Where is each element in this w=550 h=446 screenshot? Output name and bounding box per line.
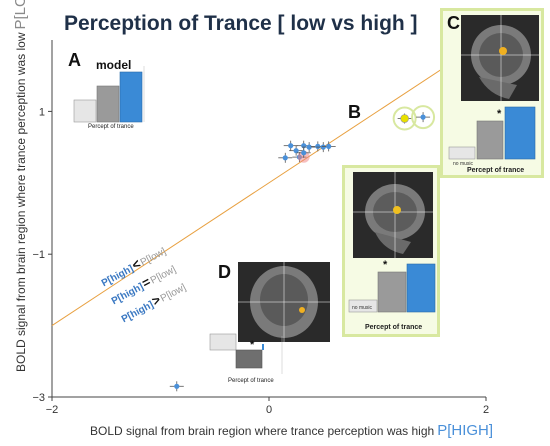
axes: −2 0 2 −3 −1 1 bbox=[32, 40, 489, 416]
data-point bbox=[288, 143, 294, 149]
panel-b-brain-image bbox=[353, 172, 433, 258]
y-tick-label: 1 bbox=[39, 106, 45, 118]
panel-a-model-chart bbox=[73, 66, 145, 123]
svg-text:*: * bbox=[383, 259, 388, 271]
data-point bbox=[174, 383, 180, 389]
highlight-ring bbox=[411, 105, 436, 130]
panel-c-box: C * no music Percept of trance bbox=[440, 8, 544, 178]
data-point bbox=[420, 114, 426, 120]
panel-a-letter: A bbox=[68, 50, 81, 70]
data-point bbox=[320, 144, 326, 150]
data-point bbox=[306, 144, 312, 150]
identity-line bbox=[51, 39, 487, 327]
svg-text:*: * bbox=[497, 108, 502, 120]
data-point bbox=[400, 114, 409, 123]
panel-d-brain-image bbox=[238, 262, 330, 342]
data-point bbox=[315, 143, 321, 149]
panel-a-caption: Percept of trance bbox=[88, 124, 134, 130]
panel-d-letter: D bbox=[218, 262, 231, 282]
panel-b-box: * no music Percept of trance bbox=[342, 165, 440, 337]
y-axis-label: BOLD signal from brain region where tran… bbox=[12, 0, 29, 372]
panel-c-caption: Percept of trance bbox=[467, 167, 525, 174]
panel-d-caption: Percept of trance bbox=[228, 378, 274, 384]
x-axis-label: BOLD signal from brain region where tran… bbox=[90, 422, 494, 439]
panel-a-title: model bbox=[96, 58, 132, 72]
x-tick-label: 2 bbox=[483, 404, 489, 416]
panel-c-label-no-music: no music bbox=[453, 161, 474, 167]
y-tick-label: −1 bbox=[32, 249, 45, 261]
panel-b-letter: B bbox=[348, 102, 361, 122]
data-point bbox=[293, 148, 299, 154]
highlight-ring bbox=[392, 106, 417, 131]
data-point bbox=[326, 143, 332, 149]
svg-text:*: * bbox=[250, 339, 255, 351]
panel-c-brain-image bbox=[461, 15, 539, 101]
x-tick-label: −2 bbox=[46, 404, 59, 416]
panel-b-label-no-music: no music bbox=[352, 305, 373, 311]
panel-b-caption: Percept of trance bbox=[365, 324, 423, 331]
y-tick-label: −3 bbox=[32, 392, 45, 404]
panel-d-bars: * bbox=[209, 333, 283, 374]
panel-c-letter: C bbox=[447, 13, 460, 33]
x-tick-label: 0 bbox=[266, 404, 272, 416]
chart-title: Perception of Trance [ low vs high ] bbox=[64, 12, 418, 35]
data-point bbox=[301, 150, 307, 156]
data-points bbox=[169, 105, 436, 392]
data-point bbox=[282, 155, 288, 161]
